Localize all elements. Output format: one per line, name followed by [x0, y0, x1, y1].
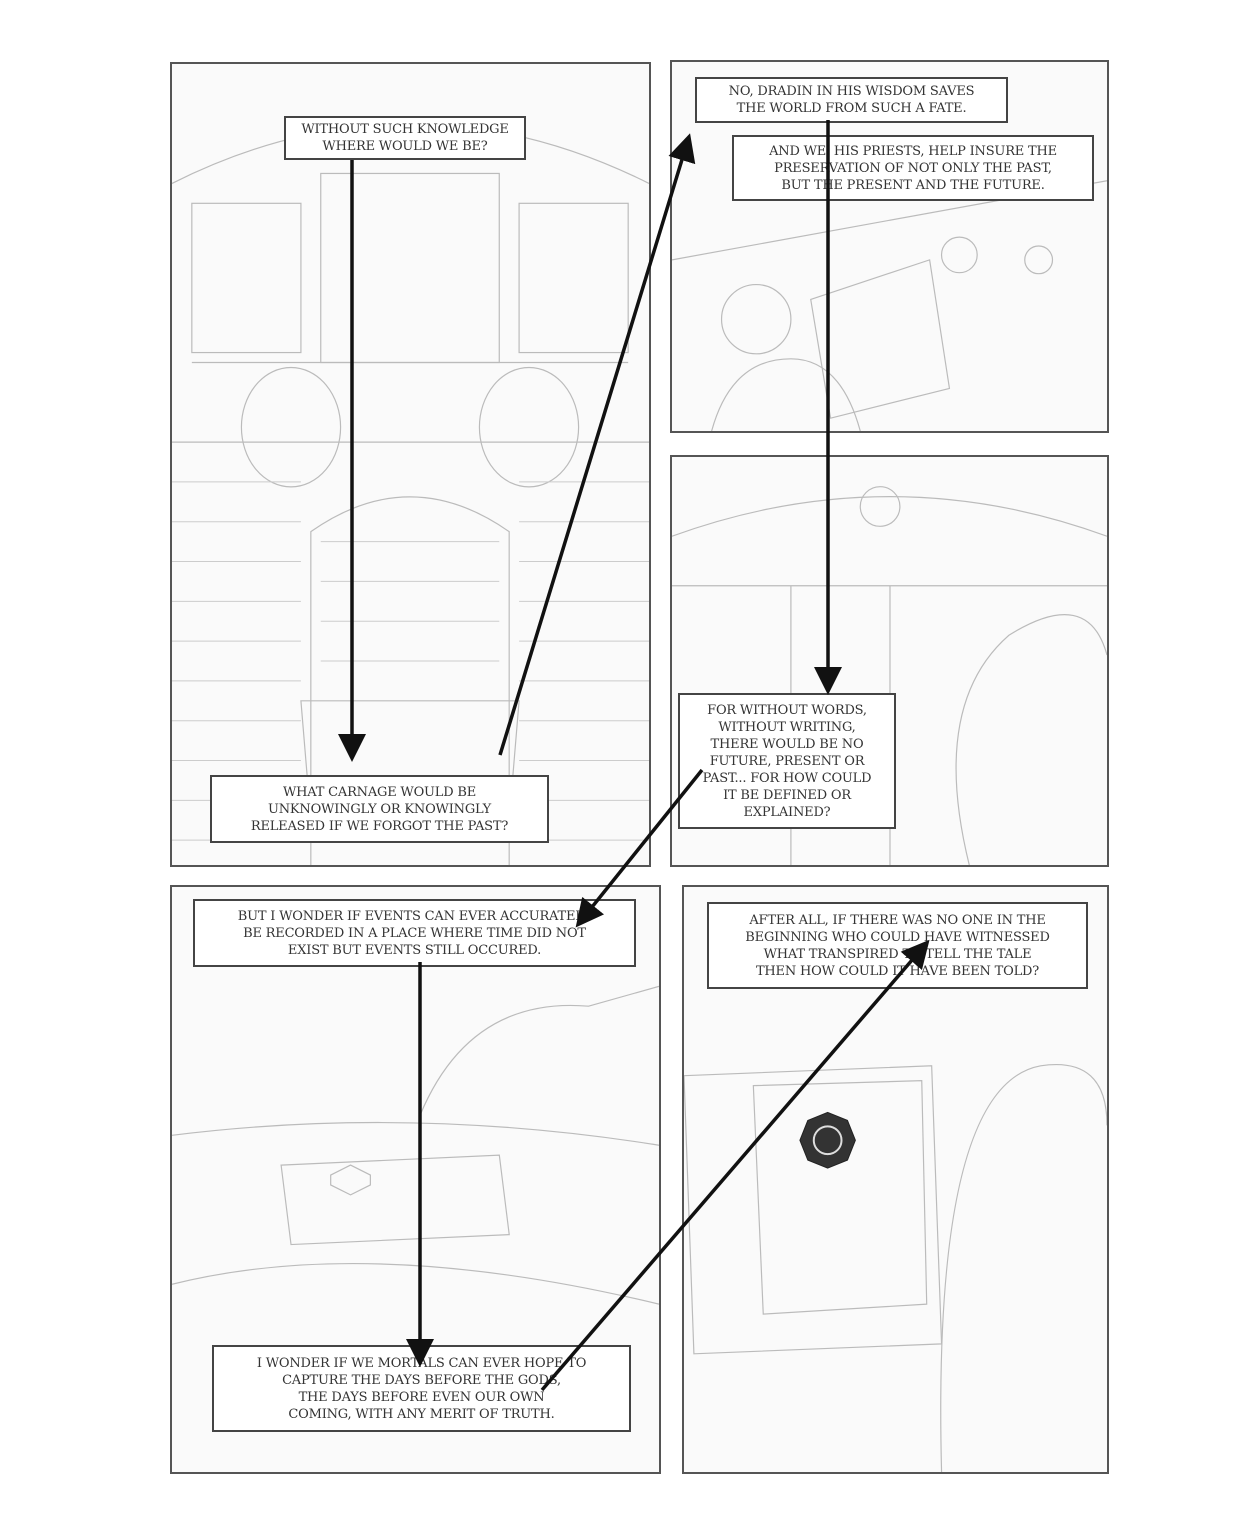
caption-wonder-events: BUT I WONDER IF EVENTS CAN EVER ACCURATE…: [193, 899, 636, 967]
panel-library-hall: [170, 62, 651, 867]
caption-without-words: FOR WITHOUT WORDS, WITHOUT WRITING, THER…: [678, 693, 896, 829]
library-sketch: [172, 123, 649, 865]
labyrinth-icon: [799, 1111, 856, 1169]
caption-after-all: AFTER ALL, IF THERE WAS NO ONE IN THE BE…: [707, 902, 1088, 989]
caption-without-knowledge: WITHOUT SUCH KNOWLEDGE WHERE WOULD WE BE…: [284, 116, 526, 160]
caption-mortals: I WONDER IF WE MORTALS CAN EVER HOPE TO …: [212, 1345, 631, 1432]
caption-dradin-wisdom: NO, DRADIN IN HIS WISDOM SAVES THE WORLD…: [695, 77, 1008, 123]
caption-his-priests: AND WE, HIS PRIESTS, HELP INSURE THE PRE…: [732, 135, 1094, 201]
caption-what-carnage: WHAT CARNAGE WOULD BE UNKNOWINGLY OR KNO…: [210, 775, 549, 843]
